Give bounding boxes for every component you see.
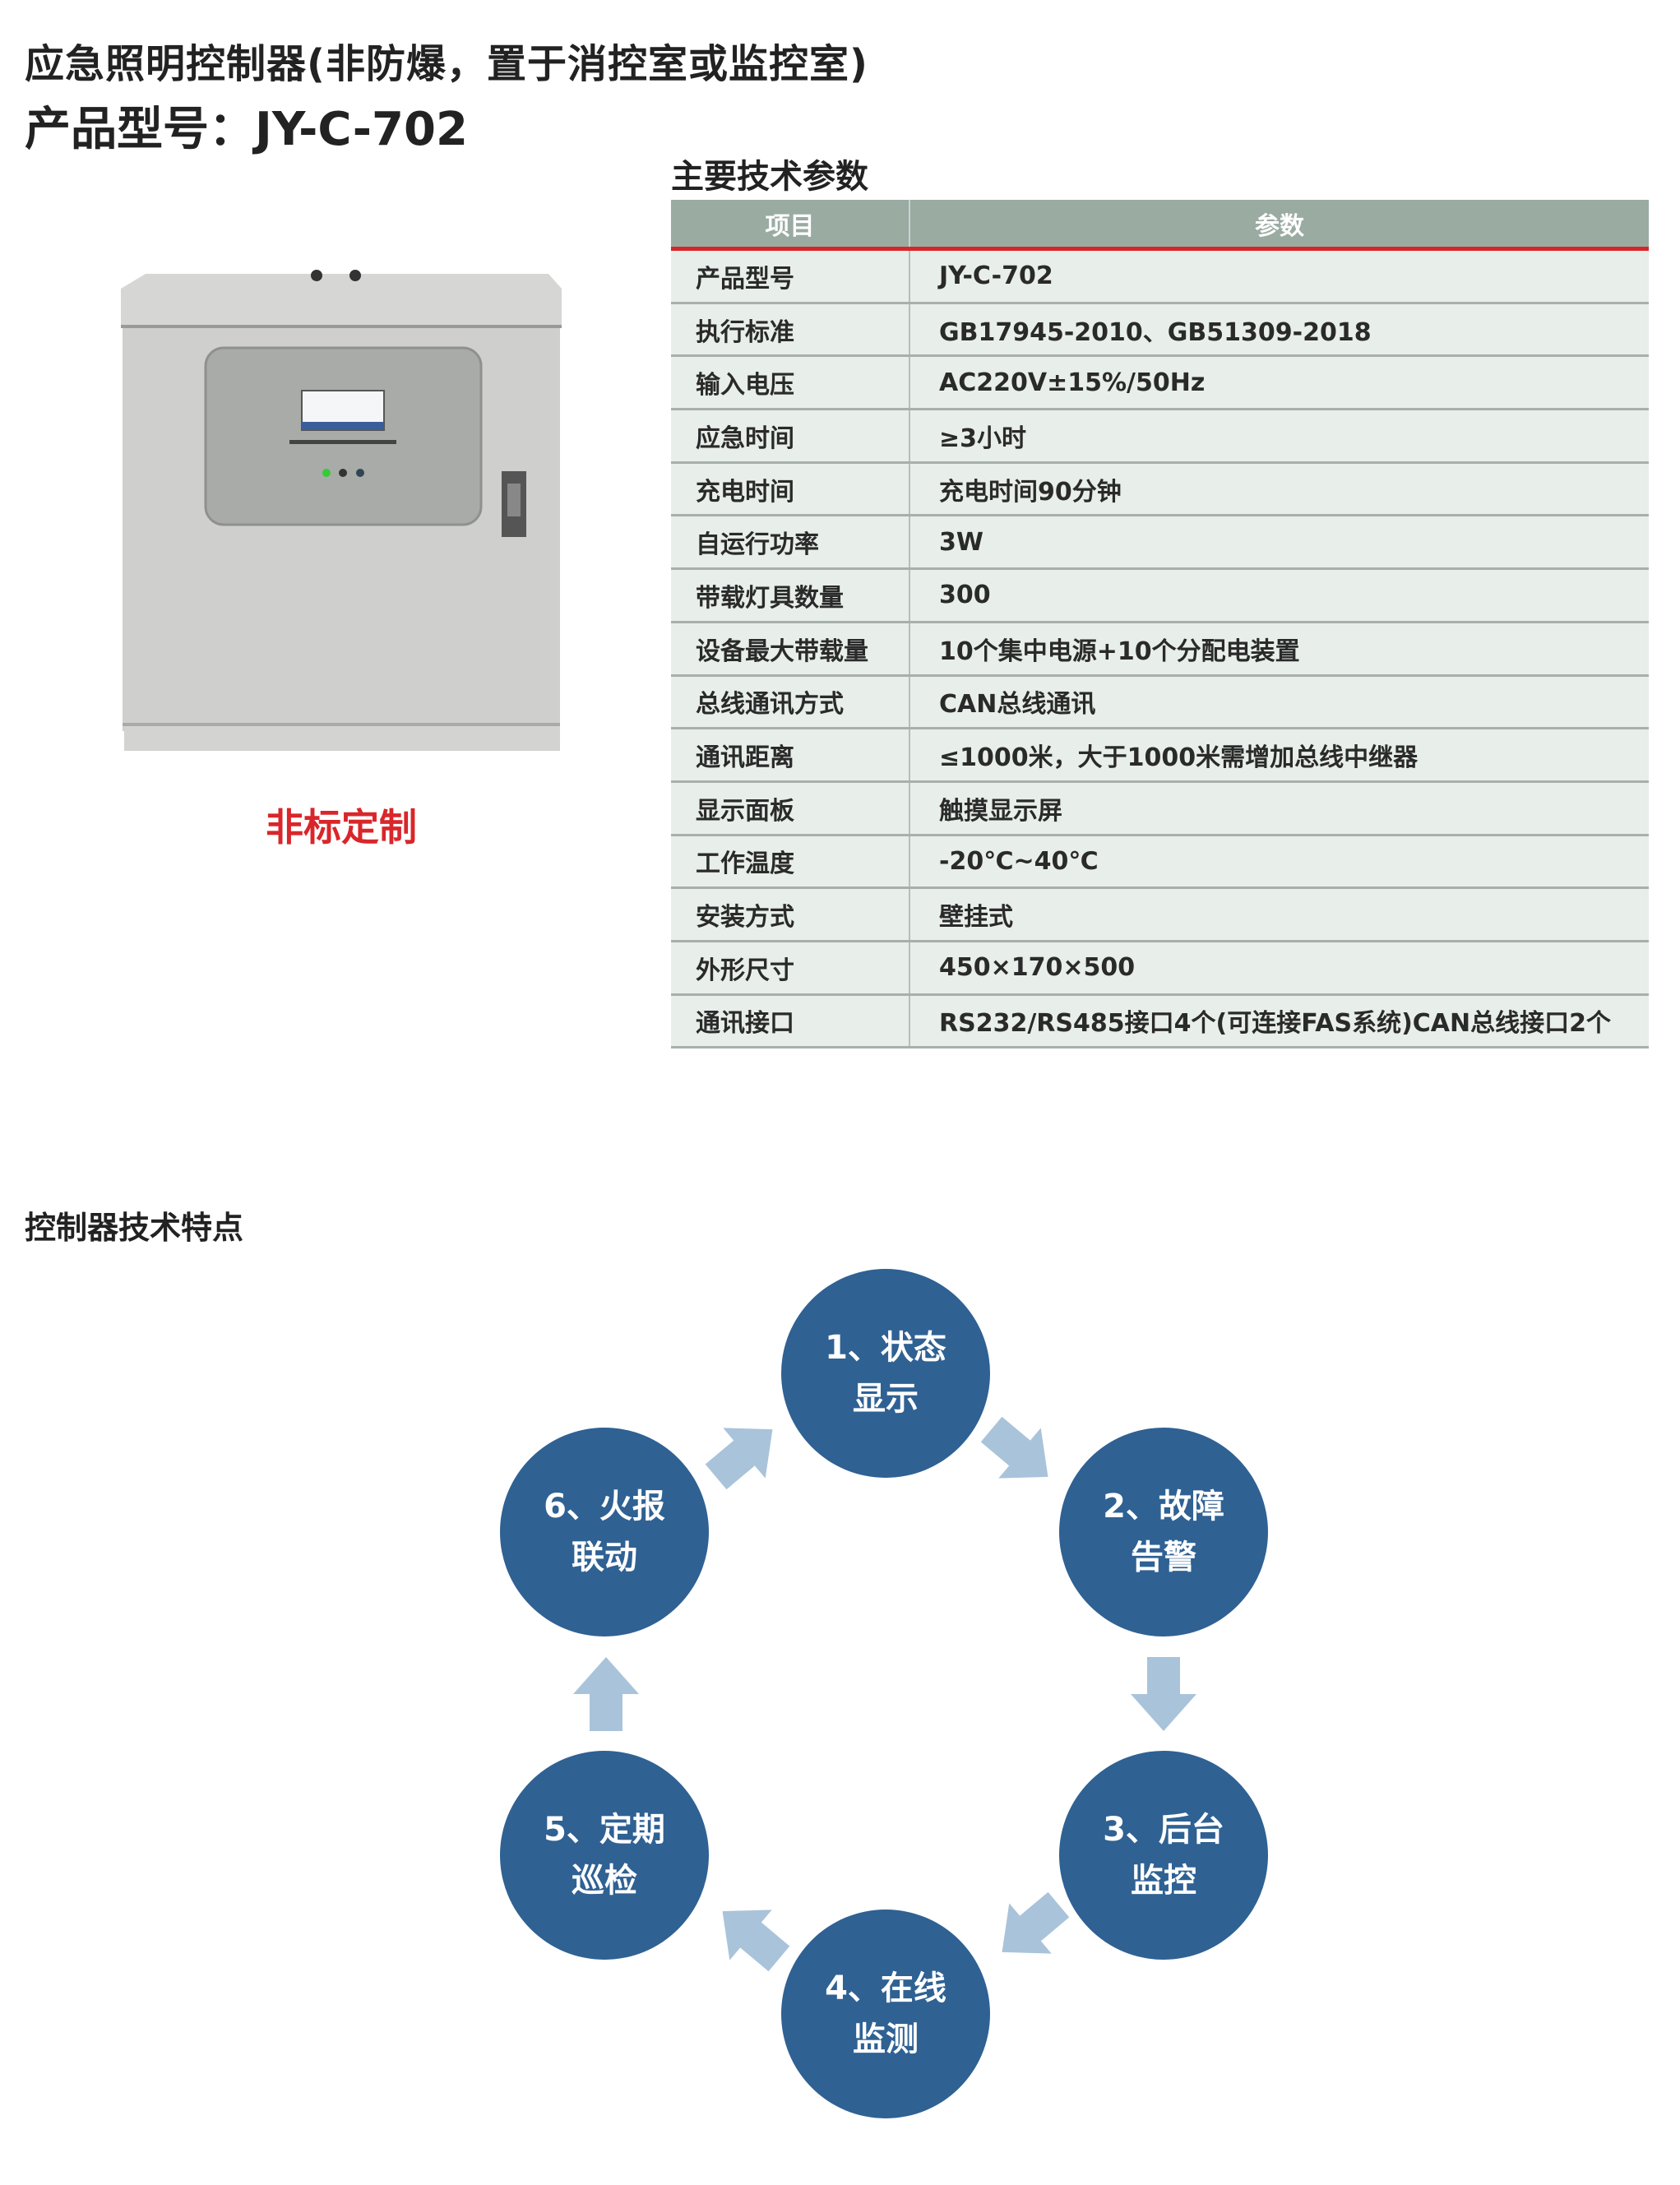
arrow-icon [573,1657,639,1731]
spec-value: 300 [939,581,991,610]
table-row: 充电时间充电时间90分钟 [671,463,1649,517]
spec-value: RS232/RS485接口4个(可连接FAS系统)CAN总线接口2个 [939,1009,1612,1039]
step-line2: 监测 [853,2021,919,2058]
spec-item: 工作温度 [671,836,910,887]
specs-title: 主要技术参数 [671,158,868,196]
spec-value: 3W [939,527,983,557]
page-title: 应急照明控制器(非防爆，置于消控室或监控室) [25,41,868,87]
arrow-icon [1131,1657,1196,1731]
spec-item: 应急时间 [671,410,910,461]
feature-step-6: 6、火报联动 [500,1428,709,1636]
spec-item: 产品型号 [671,251,910,302]
spec-item: 自运行功率 [671,516,910,568]
spec-item: 执行标准 [671,303,910,355]
table-row: 通讯距离 ≤1000米，大于1000米需增加总线中继器 [671,729,1649,783]
spec-value: ≤1000米，大于1000米需增加总线中继器 [939,743,1419,773]
arrow-icon [722,1910,790,1972]
step-line2: 联动 [572,1539,637,1576]
table-row: 输入电压 AC220V±15%/50Hz [671,357,1649,411]
product-image [121,266,562,755]
step-line2: 显示 [853,1380,919,1418]
arrow-icon [980,1416,1048,1479]
spec-value: CAN总线通讯 [939,690,1096,720]
column-header-value: 参数 [1255,211,1304,241]
feature-step-1: 1、状态显示 [781,1269,990,1478]
column-header-item: 项目 [671,200,910,247]
feature-step-5: 5、定期巡检 [500,1751,709,1960]
spec-item: 安装方式 [671,889,910,940]
table-row: 自运行功率 3W [671,516,1649,571]
table-header: 项目 参数 [671,200,1649,251]
table-row: 执行标准 GB17945-2010、GB51309-2018 [671,303,1649,358]
specs-table: 项目 参数 产品型号 JY-C-702 执行标准 GB17945-2010、GB513… [671,200,1649,1049]
spec-value: 450×170×500 [939,953,1136,983]
table-row: 应急时间 ≥3小时 [671,410,1649,464]
spec-value: 壁挂式 [939,903,1013,933]
arrow-icon [705,1428,773,1490]
spec-item: 充电时间 [671,463,910,515]
spec-value: 充电时间90分钟 [939,477,1122,507]
spec-value: 10个集中电源+10个分配电装置 [939,637,1300,666]
spec-item: 总线通讯方式 [671,676,910,728]
step-line1: 1、状态 [825,1329,946,1367]
step-line1: 3、后台 [1103,1811,1224,1849]
step-line1: 6、火报 [544,1488,665,1525]
spec-item: 外形尺寸 [671,942,910,993]
spec-value: -20℃~40℃ [939,846,1099,876]
table-row: 带载灯具数量 300 [671,570,1649,623]
spec-value: ≥3小时 [939,424,1027,453]
table-row: 显示面板触摸显示屏 [671,782,1649,836]
step-line2: 巡检 [572,1862,637,1900]
custom-label: 非标定制 [266,805,417,849]
table-row: 设备最大带载量 10个集中电源+10个分配电装置 [671,623,1649,677]
spec-item: 设备最大带载量 [671,623,910,674]
spec-item: 通讯接口 [671,995,910,1047]
table-row: 总线通讯方式 CAN总线通讯 [671,676,1649,730]
step-line1: 4、在线 [825,1970,946,2007]
feature-step-4: 4、在线监测 [781,1910,990,2118]
table-row: 安装方式壁挂式 [671,889,1649,942]
step-line2: 告警 [1131,1539,1196,1576]
spec-item: 带载灯具数量 [671,570,910,621]
table-row: 工作温度 -20℃~40℃ [671,836,1649,890]
step-line2: 监控 [1131,1862,1196,1900]
table-row: 外形尺寸 450×170×500 [671,942,1649,996]
spec-item: 通讯距离 [671,729,910,780]
arrow-icon [1002,1891,1070,1954]
feature-step-3: 3、后台监控 [1059,1751,1268,1960]
step-line1: 2、故障 [1103,1488,1224,1525]
feature-step-2: 2、故障告警 [1059,1428,1268,1636]
model-number: 产品型号：JY-C-702 [25,103,468,156]
step-line1: 5、定期 [544,1811,665,1849]
spec-value: GB17945-2010、GB51309-2018 [939,317,1372,347]
spec-item: 显示面板 [671,782,910,834]
spec-value: 触摸显示屏 [939,796,1062,826]
spec-value: JY-C-702 [939,262,1053,291]
spec-item: 输入电压 [671,357,910,409]
table-row: 产品型号 JY-C-702 [671,251,1649,304]
spec-value: AC220V±15%/50Hz [939,368,1206,397]
features-title: 控制器技术特点 [25,1210,244,1246]
table-row: 通讯接口 RS232/RS485接口4个(可连接FAS系统)CAN总线接口2个 [671,995,1649,1049]
